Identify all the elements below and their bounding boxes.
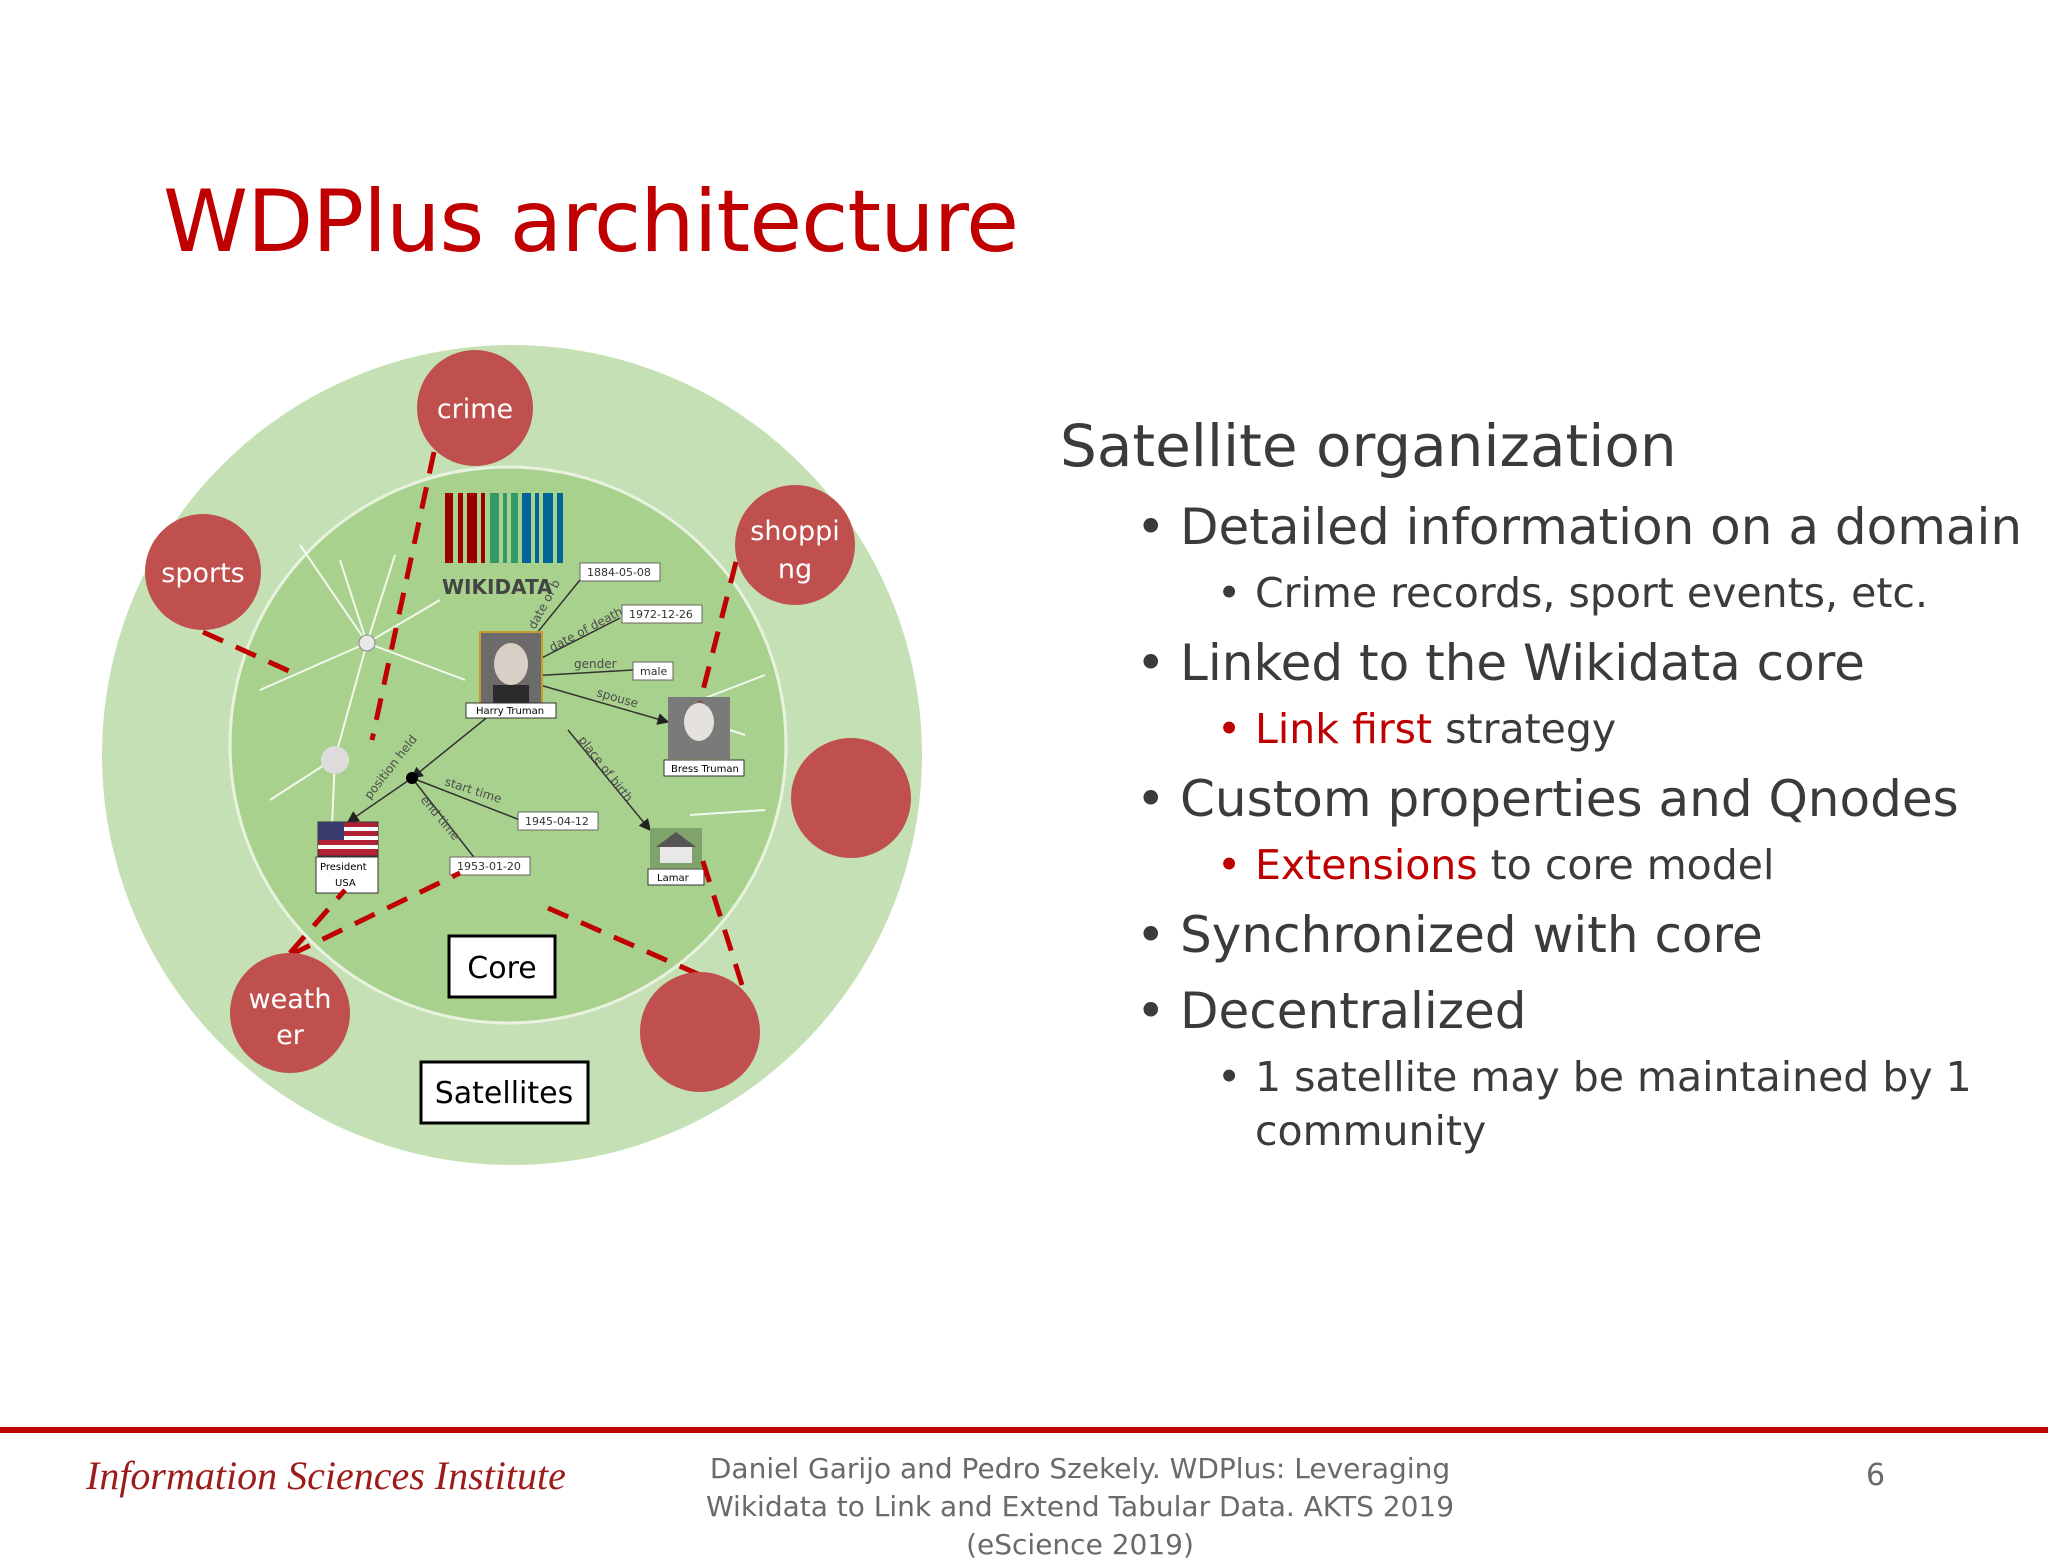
node-harry-truman: Harry Truman bbox=[465, 631, 557, 719]
core-box: Core bbox=[447, 934, 557, 999]
bullet-text: Synchronized with core bbox=[1180, 906, 1763, 964]
wikidata-logo: WIKIDATA bbox=[442, 493, 563, 599]
satellite-links bbox=[201, 451, 748, 986]
isi-logo: Information Sciences Institute bbox=[86, 1453, 566, 1498]
bullet-decentralized: Decentralized bbox=[1060, 976, 2000, 1046]
bullet-text: 1 satellite may be maintained by 1 commu… bbox=[1255, 1053, 1972, 1155]
bullet-detailed-info: Detailed information on a domain bbox=[1060, 492, 2022, 562]
background-graph-lines bbox=[259, 544, 766, 871]
satellite-shopping: shoppi ng bbox=[735, 485, 855, 605]
page-number: 6 bbox=[1866, 1458, 1886, 1493]
node-lamar: Lamar bbox=[647, 828, 705, 886]
node-bess-truman: Bress Truman bbox=[663, 697, 745, 777]
bullet-text: Linked to the Wikidata core bbox=[1180, 634, 1865, 692]
footer-rule bbox=[0, 1427, 2048, 1433]
bullet-list: Detailed information on a domain Crime r… bbox=[1060, 492, 2022, 1158]
bullet-link-first: Link first strategy bbox=[1060, 702, 2000, 756]
bullet-one-satellite: 1 satellite may be maintained by 1 commu… bbox=[1060, 1050, 2000, 1158]
bullet-highlight: Link first bbox=[1255, 705, 1433, 753]
graph-node-small bbox=[358, 634, 376, 652]
satellite-crime: crime bbox=[417, 350, 533, 466]
date-birth: 1884-05-08 bbox=[587, 566, 651, 579]
edge-label-gender: gender bbox=[574, 657, 617, 671]
satellite-weather: weath er bbox=[230, 953, 350, 1073]
satellites-box-label: Satellites bbox=[435, 1076, 574, 1111]
satellite-label-weather-2: er bbox=[276, 1020, 305, 1051]
node-label-president-2: USA bbox=[335, 878, 356, 889]
satellite-label-weather-1: weath bbox=[249, 984, 332, 1015]
footer-citation: Daniel Garijo and Pedro Szekely. WDPlus:… bbox=[705, 1452, 1455, 1561]
satellite-unnamed-right bbox=[791, 738, 911, 858]
bullet-synchronized: Synchronized with core bbox=[1060, 900, 2000, 970]
satellite-unnamed-bottom bbox=[640, 972, 760, 1092]
wikidata-wordmark: WIKIDATA bbox=[442, 575, 553, 599]
bullet-text: Detailed information on a domain bbox=[1180, 498, 2023, 556]
bullet-extensions: Extensions to core model bbox=[1060, 838, 2000, 892]
satellite-organization-text: Satellite organization Detailed informat… bbox=[1060, 412, 2022, 1166]
gender-value: male bbox=[640, 665, 668, 678]
date-end: 1953-01-20 bbox=[457, 860, 521, 873]
node-label-truman: Harry Truman bbox=[476, 706, 544, 717]
satellite-sports: sports bbox=[145, 514, 261, 630]
satellite-label-shopping-2: ng bbox=[778, 554, 812, 585]
node-label-bess: Bress Truman bbox=[671, 764, 739, 775]
node-label-lamar: Lamar bbox=[657, 873, 690, 884]
bullet-text: to core model bbox=[1477, 841, 1775, 889]
section-heading: Satellite organization bbox=[1060, 412, 1677, 480]
date-start: 1945-04-12 bbox=[525, 815, 589, 828]
date-death: 1972-12-26 bbox=[629, 608, 693, 621]
bullet-crime-records: Crime records, sport events, etc. bbox=[1060, 566, 2000, 620]
bullet-text: Custom properties and Qnodes bbox=[1180, 770, 1959, 828]
bullet-highlight: Extensions bbox=[1255, 841, 1478, 889]
position-held-node bbox=[406, 772, 418, 784]
bullet-linked-core: Linked to the Wikidata core bbox=[1060, 628, 2000, 698]
graph-node-grey bbox=[321, 746, 349, 774]
node-label-president-1: President bbox=[320, 862, 367, 873]
bullet-custom-properties: Custom properties and Qnodes bbox=[1060, 764, 2000, 834]
bullet-text: Crime records, sport events, etc. bbox=[1255, 569, 1928, 617]
slide-title: WDPlus architecture bbox=[163, 172, 1019, 272]
satellite-label-crime: crime bbox=[437, 394, 513, 425]
satellite-label-shopping-1: shoppi bbox=[750, 516, 839, 547]
node-president-usa: President USA bbox=[315, 821, 379, 894]
bullet-text: strategy bbox=[1432, 705, 1617, 753]
satellites-box: Satellites bbox=[419, 1060, 590, 1125]
bullet-text: Decentralized bbox=[1180, 982, 1527, 1040]
satellite-label-sports: sports bbox=[161, 558, 244, 589]
value-boxes: 1884-05-08 1972-12-26 male 1945-04-12 19… bbox=[449, 562, 703, 876]
core-box-label: Core bbox=[467, 951, 536, 986]
